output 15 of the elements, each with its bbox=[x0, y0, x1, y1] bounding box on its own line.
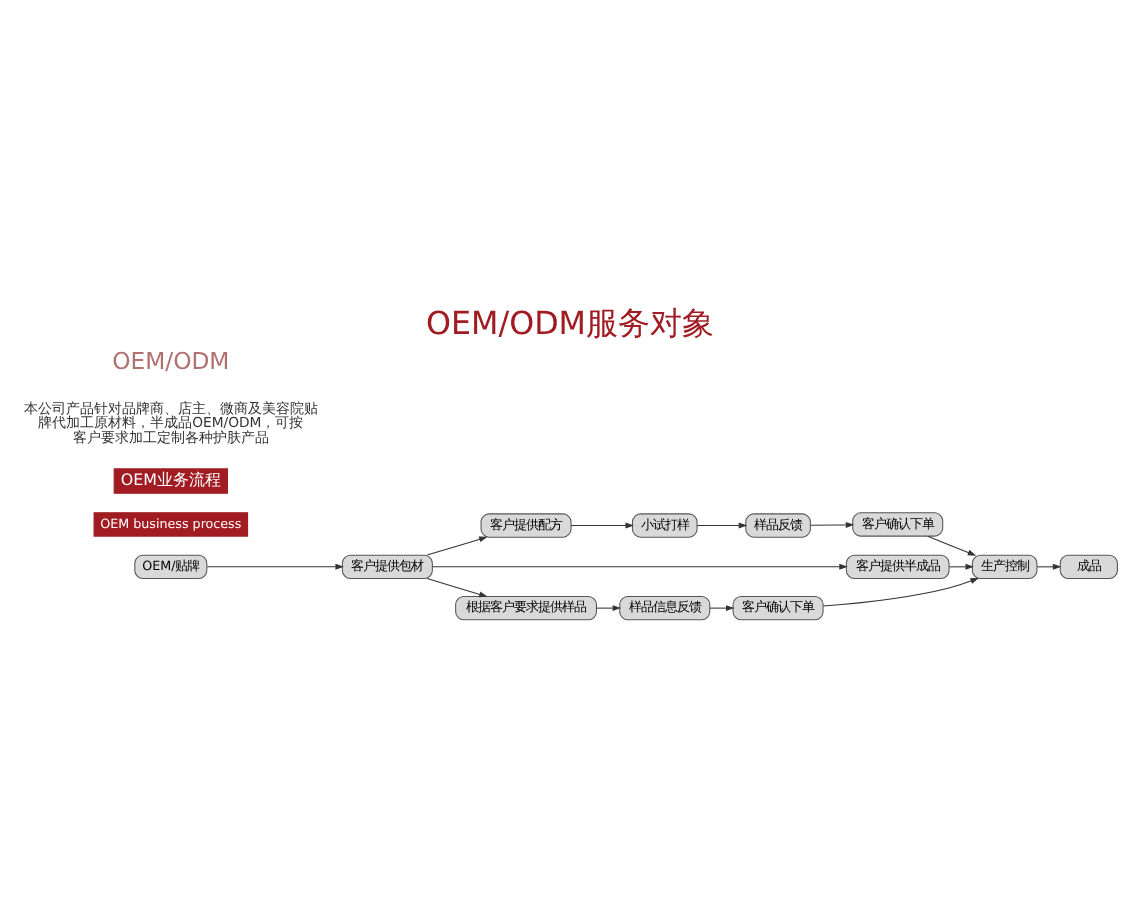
arrow bbox=[927, 535, 977, 556]
arrow bbox=[426, 578, 488, 598]
label: OEM/ODM bbox=[112, 347, 230, 376]
arrow bbox=[1036, 563, 1062, 570]
arrow bbox=[709, 605, 735, 612]
arrow bbox=[810, 521, 855, 528]
arrow bbox=[822, 577, 979, 607]
arrow bbox=[570, 522, 634, 529]
arrow bbox=[696, 522, 748, 529]
arrow bbox=[426, 536, 488, 556]
arrow bbox=[206, 563, 344, 570]
diagram-title: OEM/ODM服务对象 bbox=[426, 303, 714, 342]
arrow bbox=[948, 563, 974, 570]
arrow bbox=[596, 605, 622, 612]
arrow bbox=[432, 563, 848, 570]
